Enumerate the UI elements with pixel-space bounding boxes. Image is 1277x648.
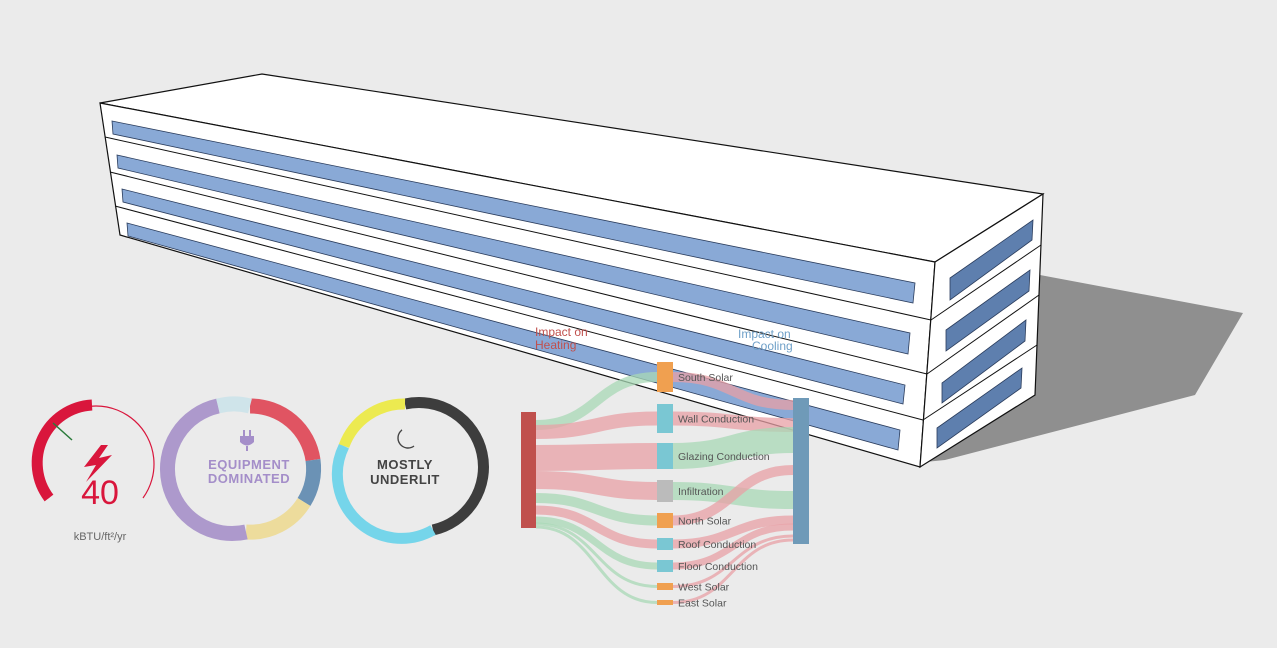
window-floor-3 [116, 154, 911, 355]
sankey-label-west-solar: West Solar [678, 582, 730, 594]
eui-gauge: 40 kBTU/ft²/yr [31, 399, 155, 543]
lighting-line1: MOSTLY [377, 457, 433, 472]
side-window-3 [945, 269, 1031, 352]
sankey-node-north-solar [657, 513, 673, 528]
lighting-segment-yellow [338, 398, 406, 449]
equipment-segment-red [249, 398, 321, 462]
heating-flow-wall-conduction [535, 411, 658, 439]
sankey-node-roof-conduction [657, 538, 673, 550]
equipment-segment-yellow [245, 497, 311, 540]
sankey-label-north-solar: North Solar [678, 516, 732, 528]
window-floor-4 [111, 120, 916, 304]
equipment-line1: EQUIPMENT [208, 457, 290, 472]
heating-flow-east-solar [535, 525, 658, 604]
equipment-segment-purple [160, 398, 248, 542]
cooling-label-line1: Impact on [738, 327, 791, 341]
sankey-label-east-solar: East Solar [678, 598, 727, 610]
sankey-label-south-solar: South Solar [678, 372, 733, 384]
heating-label-line2: Heating [535, 338, 576, 352]
cooling-flow-north-solar [672, 465, 794, 526]
cooling-node [793, 398, 809, 544]
lighting-segment-dark [403, 396, 489, 536]
cooling-flow-west-solar [672, 534, 794, 588]
sankey-node-west-solar [657, 583, 673, 590]
front-windows [111, 120, 916, 451]
sankey-label-infiltration: Infiltration [678, 486, 724, 498]
sankey-label-wall-conduction: Wall Conduction [678, 414, 754, 426]
heating-flow-south-solar [535, 372, 658, 430]
sankey-label-floor-conduction: Floor Conduction [678, 561, 758, 573]
sankey-node-east-solar [657, 600, 673, 605]
heating-flow-roof-conduction [535, 505, 658, 549]
equipment-donut: EQUIPMENT DOMINATED [160, 396, 322, 542]
window-floor-1 [126, 222, 901, 451]
sankey-node-floor-conduction [657, 560, 673, 572]
eui-gauge-marker [52, 422, 73, 441]
cooling-flow-south-solar [672, 372, 794, 410]
eui-unit: kBTU/ft²/yr [74, 531, 127, 543]
window-floor-2 [121, 188, 906, 405]
heating-flow-west-solar [535, 522, 658, 588]
moon-icon [397, 429, 415, 449]
heating-flow-north-solar [535, 493, 658, 526]
cooling-flow-glazing-conduction [672, 427, 794, 469]
cooling-flow-floor-conduction [672, 523, 794, 570]
sankey-label-glazing-conduction: Glazing Conduction [678, 451, 770, 463]
heating-node [521, 412, 536, 528]
lighting-segment-cyan [331, 443, 436, 544]
eui-value: 40 [81, 474, 119, 512]
equipment-line2: DOMINATED [208, 471, 290, 486]
cooling-flow-roof-conduction [672, 515, 794, 549]
sankey-node-south-solar [657, 362, 673, 392]
cooling-flow-east-solar [672, 538, 794, 604]
lighting-donut: MOSTLY UNDERLIT [331, 396, 489, 544]
heating-flow-floor-conduction [535, 516, 658, 570]
cooling-label-line2: Cooling [752, 339, 793, 353]
side-window-1 [936, 367, 1023, 449]
sankey-label-roof-conduction: Roof Conduction [678, 539, 756, 551]
side-window-2 [941, 319, 1027, 404]
sankey-node-wall-conduction [657, 404, 673, 433]
sankey-node-glazing-conduction [657, 443, 673, 469]
equipment-segment-lightblue [216, 396, 252, 414]
lighting-line2: UNDERLIT [370, 472, 440, 487]
cooling-flow-wall-conduction [672, 411, 794, 432]
side-windows [936, 219, 1034, 449]
equipment-segment-blue [297, 458, 322, 506]
eui-gauge-fill [31, 399, 93, 502]
heating-flow-infiltration [535, 471, 658, 500]
heating-label-line1: Impact on [535, 325, 588, 339]
sankey-flows [535, 372, 794, 604]
heating-flow-glazing-conduction [535, 443, 658, 471]
plug-icon [240, 430, 254, 451]
sankey-node-infiltration [657, 480, 673, 502]
side-window-4 [949, 219, 1034, 301]
building-side-face [919, 192, 1044, 469]
building-model [99, 73, 1045, 469]
lightning-icon [84, 445, 112, 482]
